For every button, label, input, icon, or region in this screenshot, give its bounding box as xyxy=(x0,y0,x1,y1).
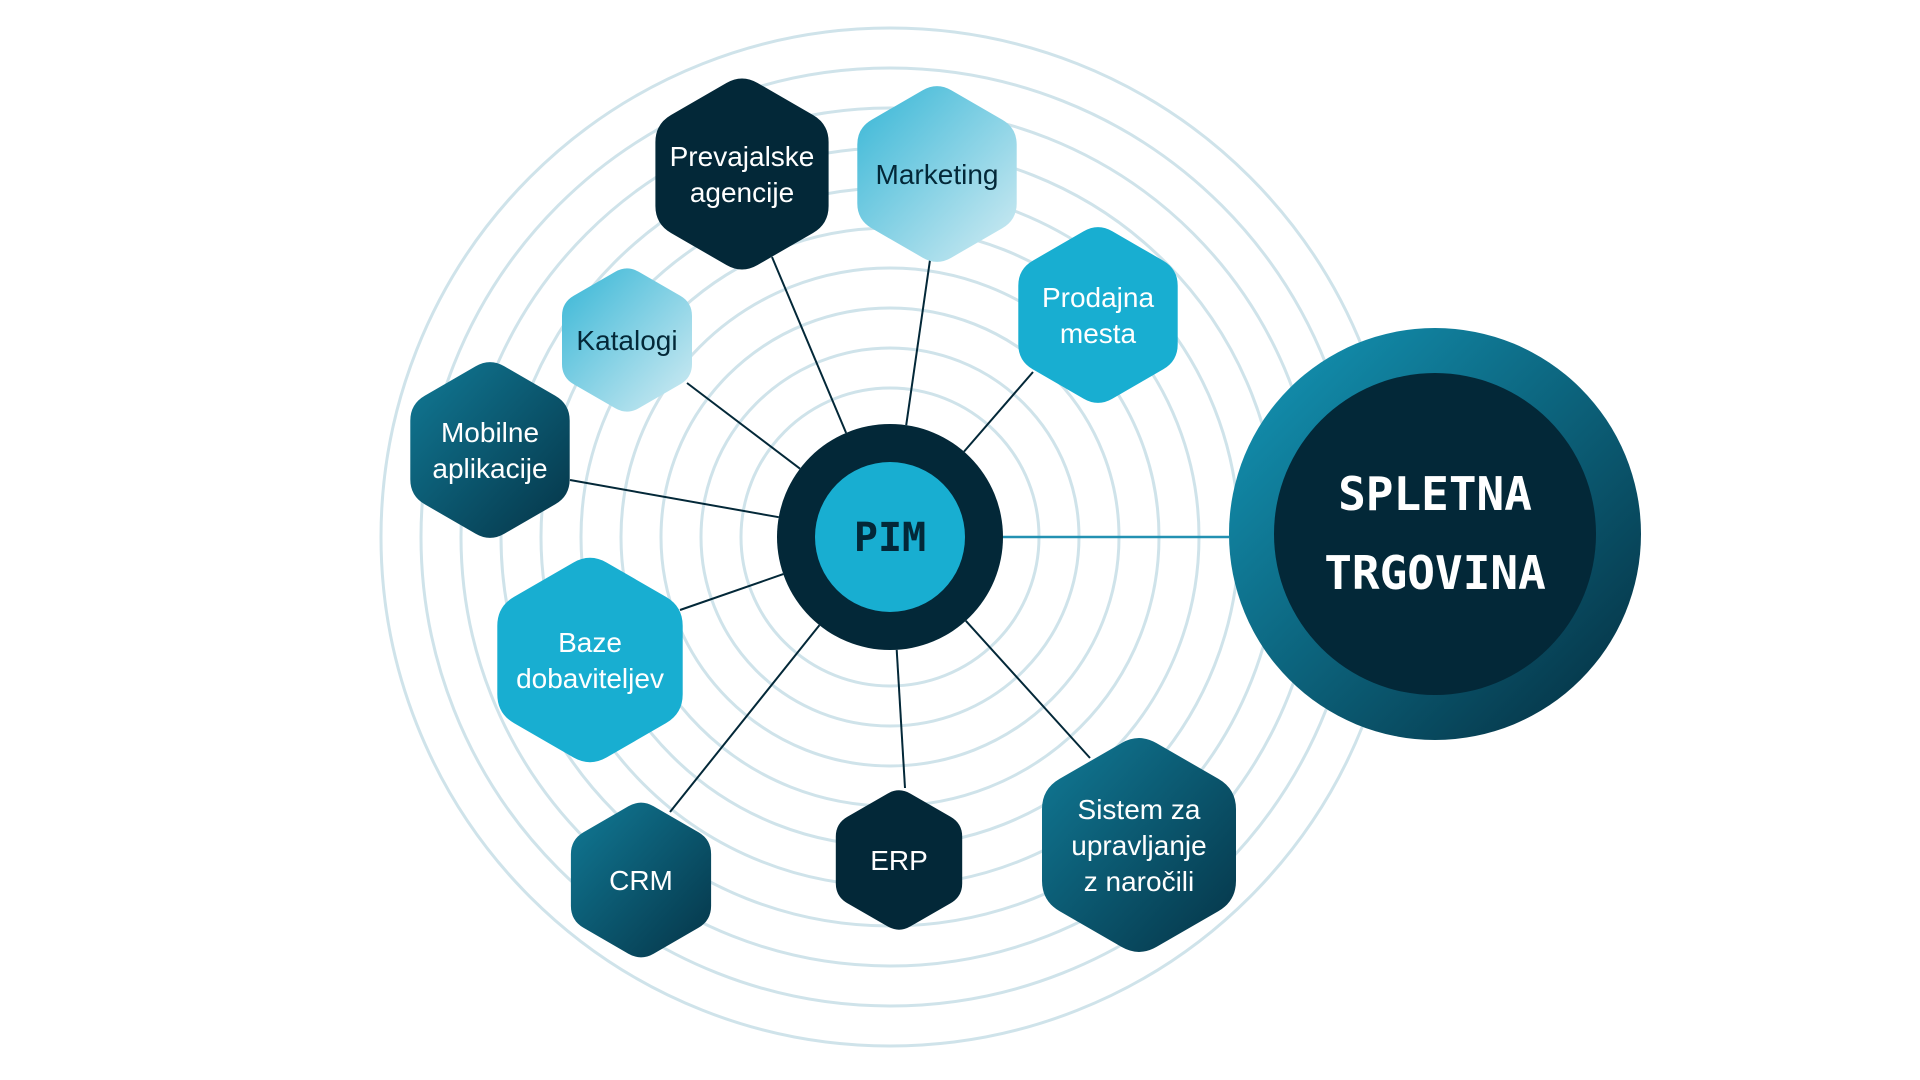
node-label: agencije xyxy=(690,177,794,208)
pim-inner-circle xyxy=(815,462,965,612)
pim-label: PIM xyxy=(854,515,926,561)
connector-baze-dobaviteljev xyxy=(679,573,784,611)
node-marketing[interactable]: Marketing xyxy=(857,86,1017,262)
connectors xyxy=(569,256,1229,813)
node-label: mesta xyxy=(1060,318,1137,349)
node-baze-dobaviteljev[interactable]: Baze dobaviteljev xyxy=(497,557,683,763)
connector-marketing xyxy=(905,259,931,426)
connector-erp xyxy=(895,649,906,789)
node-label: Prodajna xyxy=(1042,282,1155,313)
connector-prodajna-mesta xyxy=(963,371,1034,453)
target-inner-circle xyxy=(1274,373,1596,695)
node-hexagon xyxy=(1042,738,1236,952)
connector-katalogi xyxy=(686,382,801,470)
node-crm[interactable]: CRM xyxy=(570,802,712,958)
spletna-trgovina-target[interactable]: SPLETNA TRGOVINA xyxy=(1229,328,1641,740)
node-hexagon xyxy=(835,790,963,930)
node-label: aplikacije xyxy=(432,453,547,484)
node-erp[interactable]: ERP xyxy=(835,790,963,930)
node-label: dobaviteljev xyxy=(516,663,664,694)
node-hexagon xyxy=(857,86,1017,262)
connector-mobilne-aplikacije xyxy=(569,479,779,519)
node-label: CRM xyxy=(609,865,673,896)
node-label: Prevajalske xyxy=(670,141,815,172)
node-hexagon xyxy=(497,557,683,763)
node-label: Sistem za xyxy=(1078,794,1201,825)
node-hexagon xyxy=(570,802,712,958)
node-label: upravljanje xyxy=(1071,830,1206,861)
connector-crm xyxy=(669,624,821,813)
node-hexagon xyxy=(562,268,692,412)
node-label: Katalogi xyxy=(576,325,677,356)
target-label-line1: SPLETNA xyxy=(1338,467,1532,521)
connector-sistem-za-upravljanje xyxy=(965,620,1091,759)
node-prevajalske-agencije[interactable]: Prevajalske agencije xyxy=(655,78,829,270)
target-label-line2: TRGOVINA xyxy=(1324,546,1546,600)
node-sistem-za-upravljanje[interactable]: Sistem za upravljanje z naročili xyxy=(1042,738,1236,952)
node-katalogi[interactable]: Katalogi xyxy=(562,268,692,412)
node-label: Marketing xyxy=(876,159,999,190)
node-mobilne-aplikacije[interactable]: Mobilne aplikacije xyxy=(410,362,570,538)
node-label: Mobilne xyxy=(441,417,539,448)
pim-center[interactable]: PIM xyxy=(777,424,1003,650)
connector-prevajalske-agencije xyxy=(771,256,848,434)
node-label: z naročili xyxy=(1084,866,1194,897)
node-hexagon xyxy=(655,78,829,270)
node-hexagon xyxy=(1018,227,1178,403)
node-prodajna-mesta[interactable]: Prodajna mesta xyxy=(1018,227,1178,403)
node-label: Baze xyxy=(558,627,622,658)
node-hexagon xyxy=(410,362,570,538)
node-label: ERP xyxy=(870,845,928,876)
